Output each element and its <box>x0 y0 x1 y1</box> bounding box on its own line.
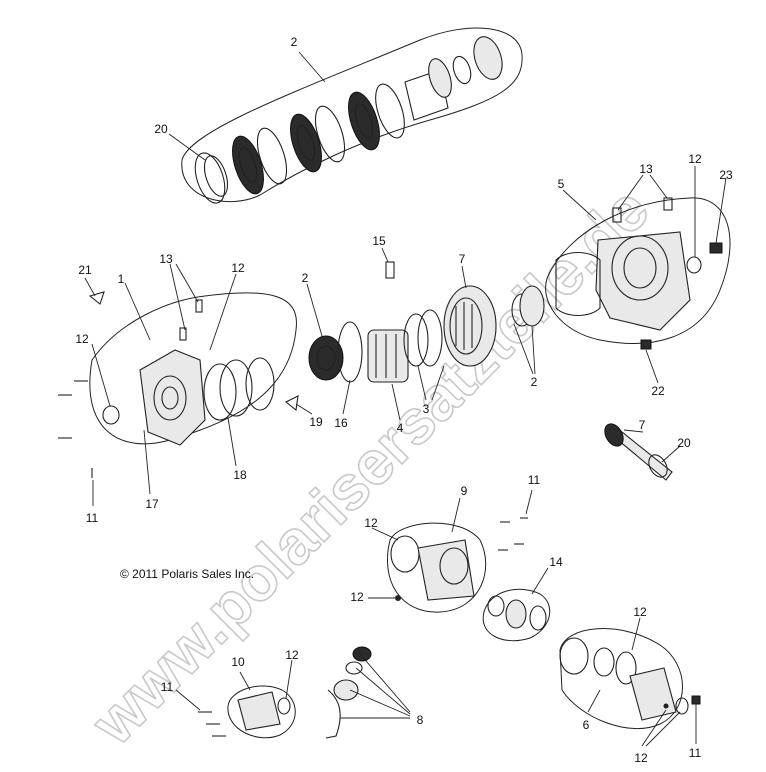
callout-13-right[interactable]: 13 <box>639 162 653 176</box>
callout-23[interactable]: 23 <box>719 168 733 182</box>
callout-4[interactable]: 4 <box>397 421 404 435</box>
callout-12-bottom[interactable]: 12 <box>634 751 648 765</box>
ring-gear-7 <box>443 285 497 367</box>
bearing-14-group: 14 <box>482 555 563 642</box>
part-19 <box>284 395 299 412</box>
callout-12-cover[interactable]: 12 <box>364 516 378 530</box>
output-6-outline <box>559 628 683 729</box>
copyright: © 2011 Polaris Sales Inc. <box>120 567 254 581</box>
bearing-14 <box>505 599 527 629</box>
callout-13-left[interactable]: 13 <box>159 252 173 266</box>
callout-19[interactable]: 19 <box>309 415 323 429</box>
callout-2-mid[interactable]: 2 <box>302 271 309 285</box>
seal-20 <box>648 454 668 478</box>
cover-9 <box>417 539 475 601</box>
cover-housing-1 <box>139 349 206 446</box>
callout-2-clutch-pack[interactable]: 2 <box>291 35 298 49</box>
callout-22[interactable]: 22 <box>651 384 665 398</box>
callout-6[interactable]: 6 <box>583 718 590 732</box>
callout-11-bottom[interactable]: 11 <box>689 746 702 760</box>
callout-12-bracket[interactable]: 12 <box>285 648 299 662</box>
clutch-pack-outline <box>181 27 523 202</box>
bracket-10-group: 10 12 11 <box>161 648 299 739</box>
bracket-10 <box>237 691 281 731</box>
callout-7-shaft[interactable]: 7 <box>639 418 646 432</box>
fitting-13-a <box>612 207 622 223</box>
callout-18[interactable]: 18 <box>233 468 247 482</box>
main-housing-group: 13 12 23 5 22 <box>545 152 733 398</box>
hub-2 <box>308 335 344 381</box>
callout-1[interactable]: 1 <box>118 272 125 286</box>
ring-3-b <box>417 309 443 367</box>
callout-11-left[interactable]: 11 <box>86 511 99 525</box>
callout-20-top[interactable]: 20 <box>154 122 168 136</box>
plug-22 <box>640 339 652 350</box>
cover-housing-outline <box>89 292 297 445</box>
breather-hose-8 <box>325 689 341 739</box>
callout-11-mid[interactable]: 11 <box>528 473 541 487</box>
pin-15 <box>385 261 395 279</box>
fitting-13-b <box>663 197 673 211</box>
callout-8[interactable]: 8 <box>417 713 424 727</box>
callout-12-dot[interactable]: 12 <box>350 590 364 604</box>
differential-internals: 2 16 4 3 7 15 2 <box>302 234 545 435</box>
callout-16[interactable]: 16 <box>334 416 348 430</box>
callout-12-right[interactable]: 12 <box>688 152 702 166</box>
callout-10[interactable]: 10 <box>231 655 245 669</box>
part-21 <box>88 291 105 305</box>
ring-18-b <box>219 359 253 417</box>
output-flange-6 <box>629 667 677 721</box>
main-housing-outline <box>545 197 731 344</box>
callout-7-ring[interactable]: 7 <box>459 252 466 266</box>
callout-11-bracket[interactable]: 11 <box>161 680 174 694</box>
cover-housing-group: 21 1 13 12 12 19 18 17 11 <box>58 252 323 525</box>
ring-18-a <box>203 363 237 421</box>
callout-12-lower-right[interactable]: 12 <box>633 605 647 619</box>
bearing-14-outline <box>482 588 551 642</box>
callout-21[interactable]: 21 <box>78 263 92 277</box>
callout-9[interactable]: 9 <box>461 484 468 498</box>
callout-12-left-top[interactable]: 12 <box>231 261 245 275</box>
callout-5[interactable]: 5 <box>558 177 565 191</box>
callout-15[interactable]: 15 <box>372 234 386 248</box>
clutch-pack-group: 2 20 <box>154 27 523 204</box>
seal-12-right <box>686 256 702 274</box>
cover-9-group: 9 12 12 11 <box>350 473 541 613</box>
callout-14[interactable]: 14 <box>549 555 563 569</box>
main-housing <box>595 231 691 331</box>
seal-12-left <box>102 405 120 425</box>
pinion-shaft-group: 7 20 <box>604 418 691 481</box>
output-6-group: 12 6 12 11 <box>559 605 702 765</box>
callout-3[interactable]: 3 <box>423 402 430 416</box>
callout-17[interactable]: 17 <box>145 497 159 511</box>
callout-2-bearing[interactable]: 2 <box>531 375 538 389</box>
bearing-2-b <box>519 285 545 327</box>
clutch-discs <box>194 36 503 204</box>
plug-23 <box>709 242 723 254</box>
roller-cage-4 <box>367 329 409 383</box>
breather-8-group: 8 <box>325 646 424 739</box>
ring-3-a <box>403 313 429 367</box>
callout-12-left[interactable]: 12 <box>75 332 89 346</box>
cover-9-outline <box>386 522 487 613</box>
callout-20-shaft[interactable]: 20 <box>677 436 691 450</box>
